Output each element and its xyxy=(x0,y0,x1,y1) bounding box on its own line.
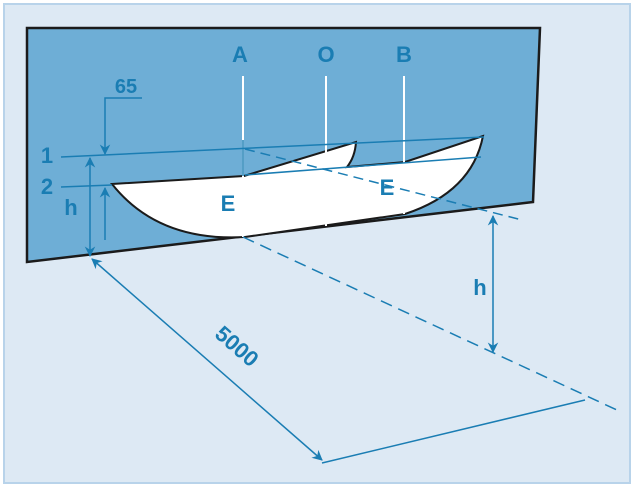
horizontal-line-1 xyxy=(60,136,485,158)
cutoff-line xyxy=(244,156,482,176)
label-e-right: E xyxy=(380,175,395,200)
beam-pattern xyxy=(110,134,485,239)
label-e-left: E xyxy=(221,191,236,216)
label-b: B xyxy=(396,42,412,67)
offset-65-leader xyxy=(99,97,142,156)
label-height-left: h xyxy=(64,195,77,220)
label-offset-65: 65 xyxy=(115,76,137,98)
label-height-right: h xyxy=(473,275,486,300)
distance-dimension xyxy=(91,258,323,461)
label-a: A xyxy=(232,42,248,67)
label-line-1: 1 xyxy=(41,143,53,168)
distance-baseline xyxy=(321,399,586,464)
label-line-2: 2 xyxy=(41,174,53,199)
label-o: O xyxy=(317,42,334,67)
